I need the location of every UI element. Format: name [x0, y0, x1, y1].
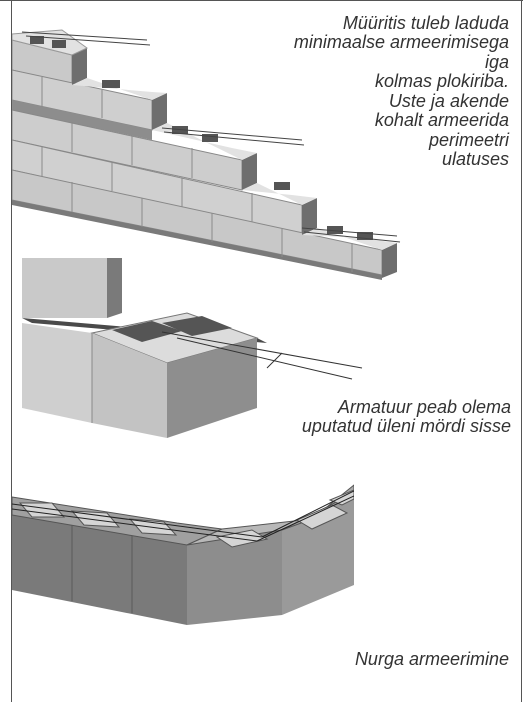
caption-line: uputatud üleni mördi sisse: [301, 416, 511, 437]
reinforcement-rods: [12, 490, 354, 542]
caption-line: perimeetri: [428, 129, 509, 150]
caption-line: kohalt armeerida: [374, 110, 509, 131]
caption-rod-embedding: Armatuur peab olema uputatud üleni mördi…: [281, 397, 511, 437]
caption-wall-reinforcement: Müüritis tuleb laduda minimaalse armeeri…: [289, 13, 509, 170]
frame-left-line: [11, 0, 12, 702]
caption-line: Müüritis tuleb laduda: [342, 13, 509, 33]
frame-right-line: [521, 0, 522, 702]
caption-line: ulatuses: [441, 149, 509, 170]
reinforcement-rods: [21, 31, 401, 243]
wall-reinforcement-illustration: [12, 10, 402, 280]
corner-reinforcement-illustration: [12, 475, 354, 630]
caption-line: Armatuur peab olema: [337, 397, 511, 417]
frame-top-line: [0, 0, 523, 1]
caption-line: minimaalse armeerimisega iga: [293, 32, 509, 72]
caption-line: kolmas plokiriba.: [374, 71, 509, 92]
reinforcement-rods: [161, 331, 363, 380]
caption-line: Uste ja akende: [388, 90, 509, 111]
rod-in-mortar-illustration: [12, 258, 372, 438]
caption-corner-reinforcement: Nurga armeerimine: [309, 649, 509, 669]
caption-line: Nurga armeerimine: [354, 649, 509, 669]
